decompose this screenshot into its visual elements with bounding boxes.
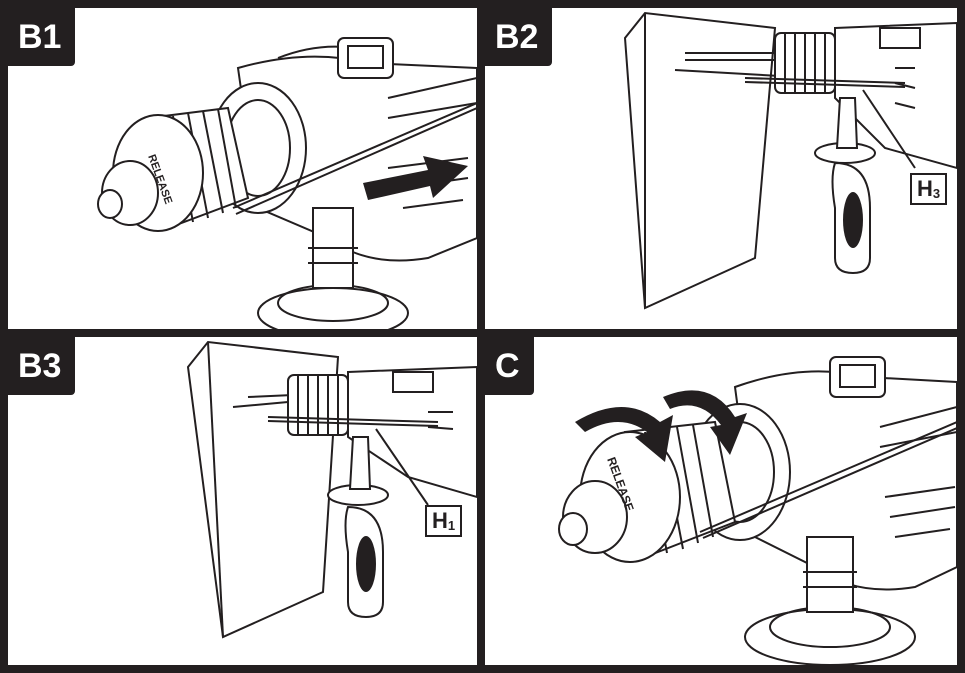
callout-h3: H3 — [910, 173, 948, 206]
callout-h1: H1 — [425, 505, 463, 538]
callout-h1-index: 1 — [447, 518, 456, 533]
drill-illustration-b2 — [623, 11, 957, 310]
panel-b2: B2 H3 — [485, 8, 957, 329]
panel-label-b3: B3 — [8, 337, 76, 395]
callout-h3-letter: H — [917, 176, 933, 201]
panel-c: RELEASE C — [485, 337, 957, 665]
drill-illustration-b1: RELEASE — [97, 37, 477, 329]
callout-h1-letter: H — [432, 508, 448, 533]
panel-label-b1: B1 — [8, 8, 76, 66]
panel-b3: B3 H1 — [8, 337, 477, 665]
panel-label-b2: B2 — [485, 8, 553, 66]
panel-label-c: C — [485, 337, 534, 395]
drill-illustration-b3 — [186, 340, 477, 639]
drill-illustration-c: RELEASE — [558, 356, 957, 665]
panel-b1: RELEASE B1 — [8, 8, 477, 329]
callout-h3-index: 3 — [932, 186, 941, 201]
